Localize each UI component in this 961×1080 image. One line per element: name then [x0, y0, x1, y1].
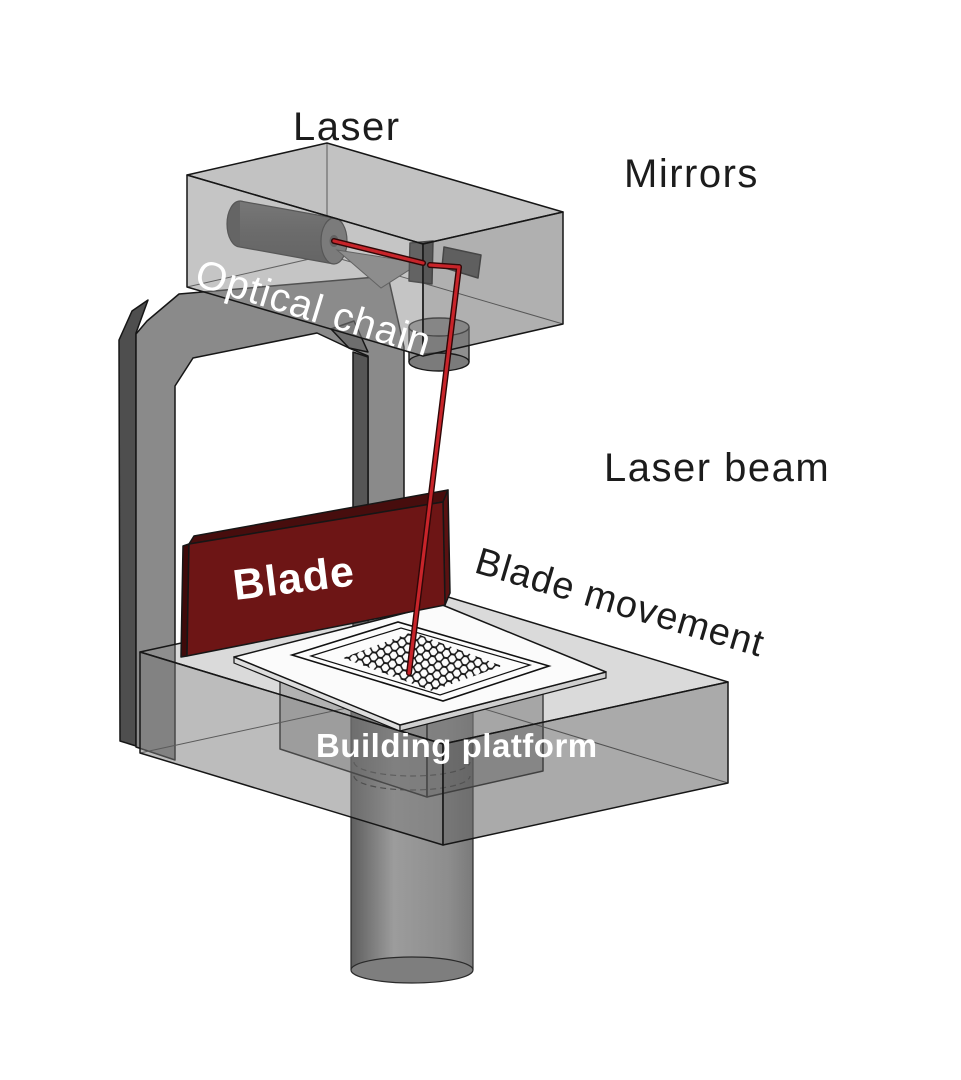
laser-beam-line — [331, 238, 462, 676]
platform-inner-border — [308, 627, 533, 696]
build-plate — [233, 603, 607, 732]
pedestal-bottom — [350, 956, 474, 984]
recoater-blade — [180, 489, 451, 658]
label-mirrors: Mirrors — [624, 152, 759, 196]
laser-beam-core — [332, 239, 461, 675]
label-laser: Laser — [293, 105, 401, 149]
label-building-platform: Building platform — [316, 727, 598, 764]
housing-right-face — [422, 211, 564, 357]
label-laser-beam: Laser beam — [604, 446, 830, 490]
blade-front-face — [186, 501, 446, 657]
vat-right-face — [442, 681, 729, 846]
optical-housing — [186, 142, 564, 357]
